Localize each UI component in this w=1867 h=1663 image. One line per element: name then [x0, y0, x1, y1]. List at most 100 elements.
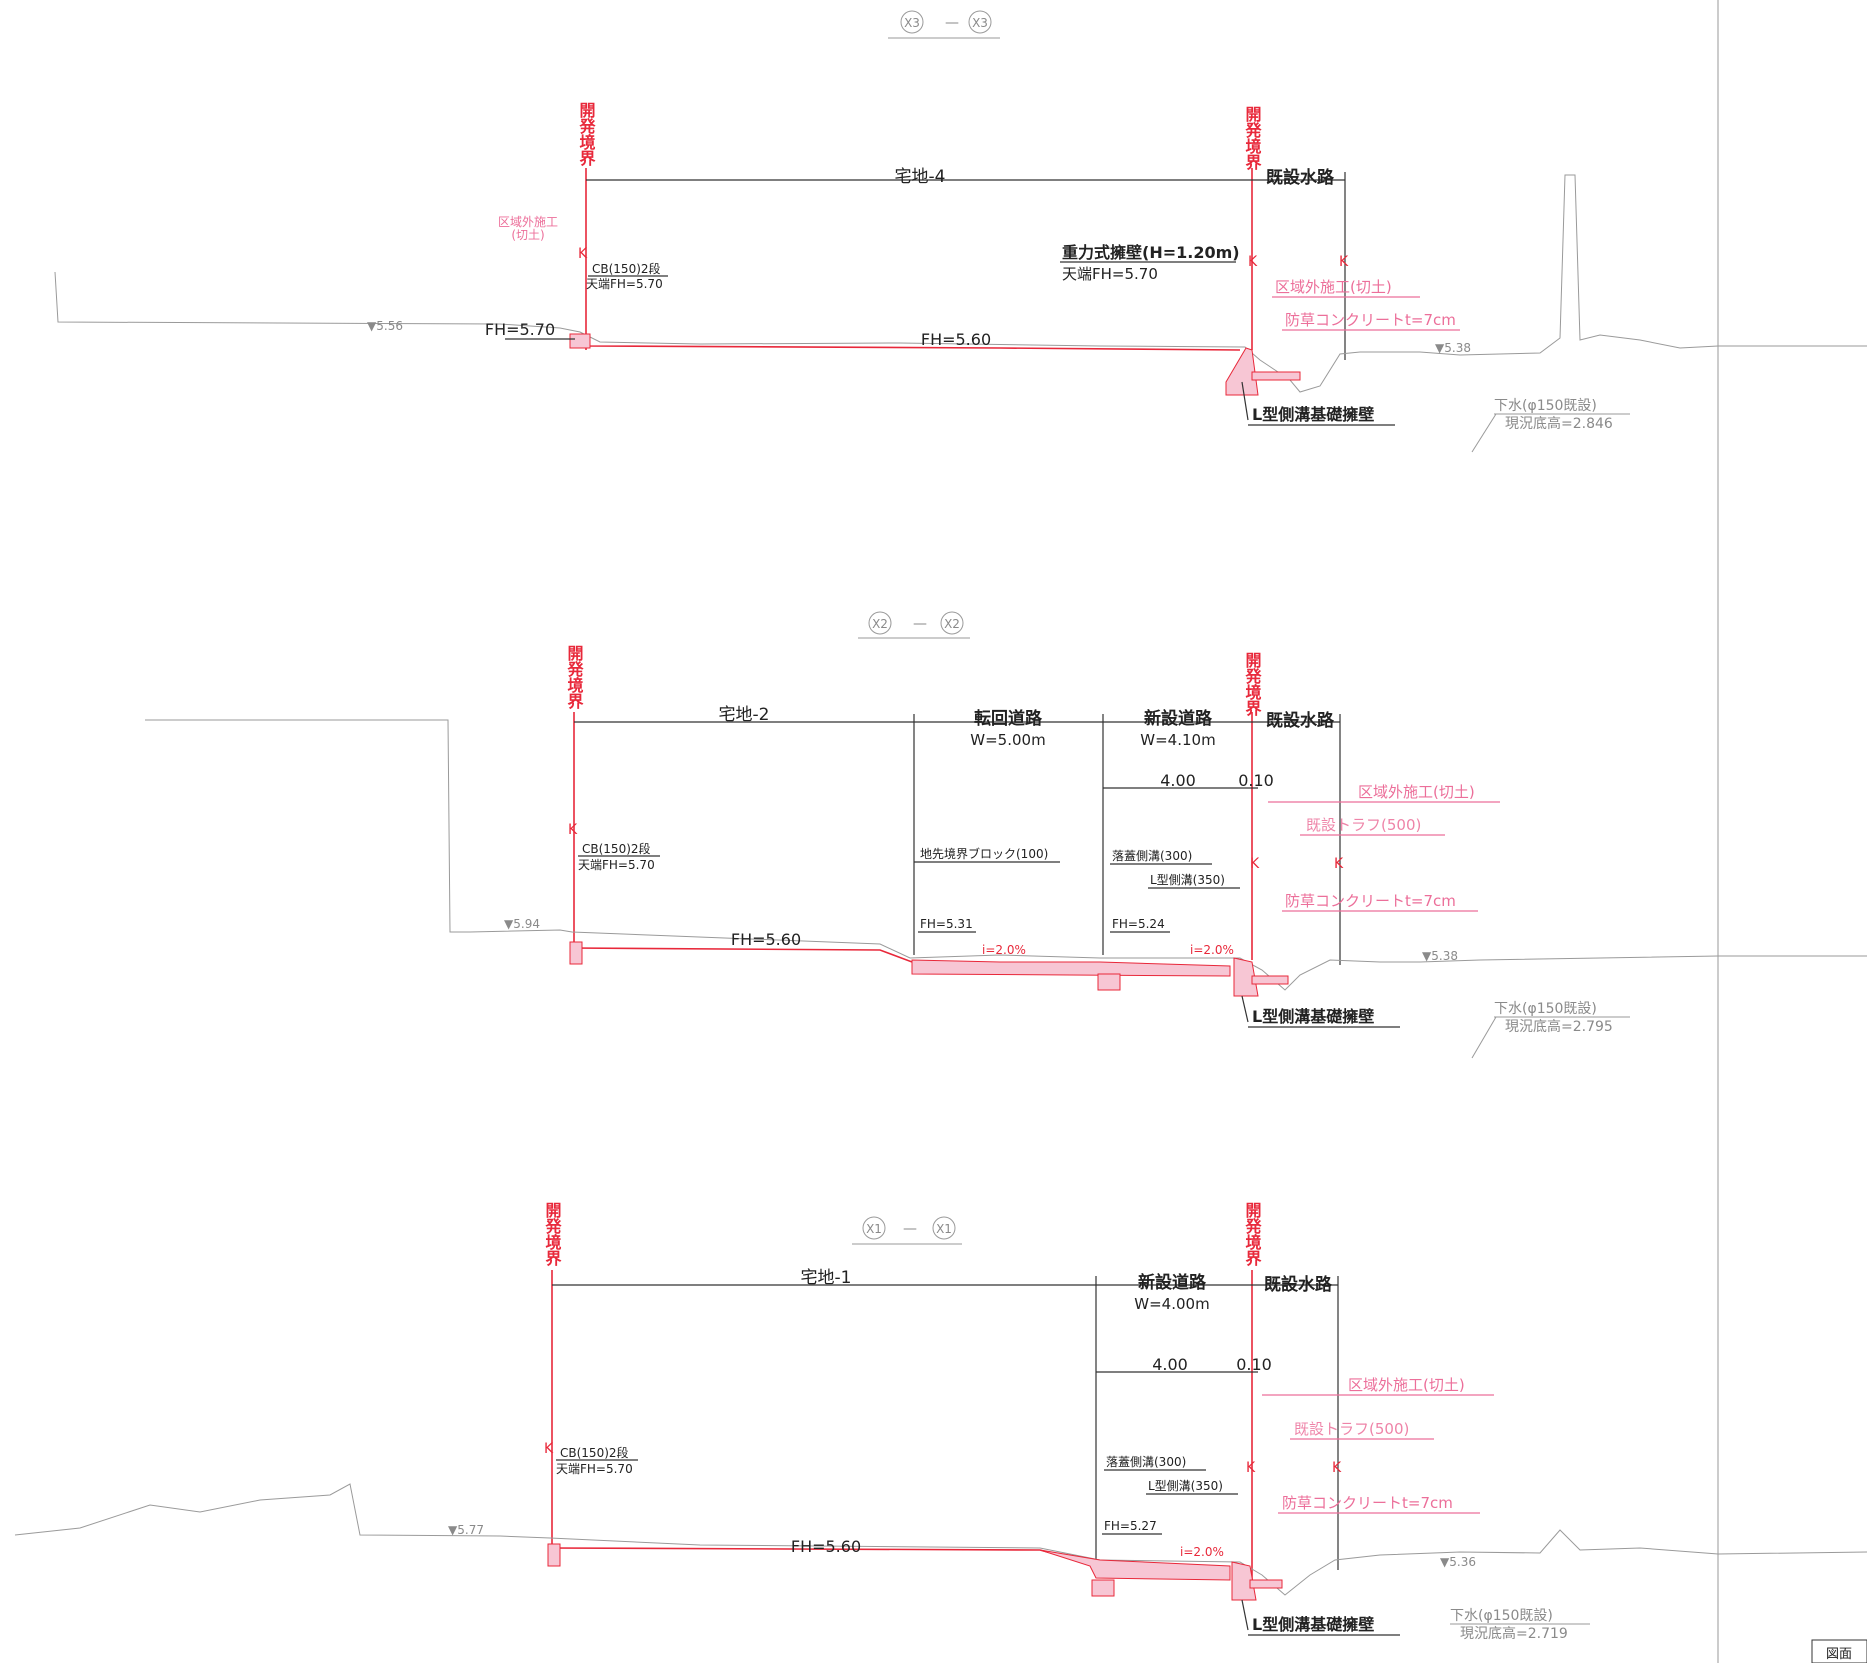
cb-label: CB(150)2段	[560, 1445, 629, 1460]
fh-main-label: FH=5.60	[731, 930, 801, 949]
sewer-label: 下水(φ150既設)	[1494, 398, 1597, 414]
gl-left-label: ▼5.56	[367, 319, 403, 333]
lot-label: 宅地-4	[895, 167, 946, 187]
trough-label: 既設トラフ(500)	[1294, 1420, 1409, 1438]
dim-4-label: 4.00	[1152, 1355, 1188, 1374]
weed-concrete-label: 防草コンクリートt=7cm	[1282, 1494, 1453, 1512]
l-wall-leader	[1241, 381, 1249, 421]
sewer-bottom-label: 現況底高=2.846	[1505, 415, 1613, 432]
boundary-right-label: 開発境界	[1243, 652, 1263, 717]
dim-0-1-label: 0.10	[1236, 1355, 1272, 1374]
section-title-dash: —	[903, 1221, 917, 1237]
k-marker-canal: K	[1332, 1460, 1342, 1476]
trough-label: 既設トラフ(500)	[1306, 816, 1421, 834]
boundary-right-label: 開発境界	[1243, 1202, 1263, 1267]
section-title-dash: —	[913, 616, 927, 632]
section-marker-left-label: X2	[872, 617, 888, 631]
dim-4-label: 4.00	[1160, 771, 1196, 790]
weed-concrete-slab	[1251, 975, 1289, 985]
section-x3: X3 — X3 開発境界 開発境界 宅地-4 既設水路 区域外施工(切土) K …	[54, 10, 1867, 453]
section-x2: X2 — X2 開発境界 開発境界 宅地-2 転回道路 W=5.00m 新設道路…	[145, 611, 1867, 1059]
new-road-width: W=4.00m	[1134, 1295, 1209, 1313]
lot-label: 宅地-2	[719, 705, 770, 725]
weed-concrete-label: 防草コンクリートt=7cm	[1285, 311, 1456, 329]
section-marker-left	[862, 1216, 886, 1240]
l-wall-leader	[1241, 1599, 1249, 1631]
cb-top-label: 天端FH=5.70	[578, 858, 655, 872]
dim-0-1-label: 0.10	[1238, 771, 1274, 790]
outside-work-left-label: 区域外施工(切土)	[498, 215, 558, 242]
new-road-label: 新設道路	[1138, 1272, 1207, 1293]
boundary-left-label: 開発境界	[577, 102, 597, 167]
section-marker-right	[932, 1216, 956, 1240]
cb-block-left	[569, 941, 583, 965]
l-wall-leader	[1241, 995, 1249, 1023]
section-marker-left-label: X3	[904, 16, 920, 30]
turn-road-label: 転回道路	[974, 708, 1043, 729]
l-wall-label: L型側溝基礎擁壁	[1252, 1007, 1374, 1026]
fh-road2-label: FH=5.24	[1112, 917, 1165, 931]
title-block	[1811, 1639, 1867, 1663]
lid-gutter-body	[1097, 973, 1121, 991]
outside-work-right-label: 区域外施工(切土)	[1348, 1376, 1465, 1394]
cb-top-label: 天端FH=5.70	[556, 1462, 633, 1476]
l-wall-body	[1231, 1561, 1257, 1601]
weed-concrete-slab	[1249, 1579, 1283, 1589]
section-marker-right-label: X1	[936, 1222, 952, 1236]
road-pavement	[911, 959, 1231, 977]
outside-work-right-label: 区域外施工(切土)	[1275, 278, 1392, 296]
outside-work-right-label: 区域外施工(切土)	[1358, 783, 1475, 801]
wall-top-label: 天端FH=5.70	[1062, 265, 1158, 283]
fh-left-label: FH=5.70	[485, 320, 555, 339]
fh-road1-label: FH=5.31	[920, 917, 973, 931]
k-marker-canal: K	[1339, 254, 1349, 270]
section-marker-left	[900, 10, 924, 34]
existing-ground-line	[14, 1483, 1867, 1596]
k-marker-left: K	[568, 822, 578, 838]
lid-gutter-body	[1091, 1579, 1115, 1597]
title-block-label: 図面	[1826, 1647, 1852, 1662]
existing-ground-line	[54, 174, 1867, 393]
turn-road-width: W=5.00m	[970, 731, 1045, 749]
section-marker-right	[940, 611, 964, 635]
section-marker-right-label: X3	[972, 16, 988, 30]
gl-right-label: ▼5.36	[1440, 1555, 1476, 1569]
section-marker-right-label: X2	[944, 617, 960, 631]
cb-label: CB(150)2段	[582, 841, 651, 856]
existing-ground-line	[145, 719, 1867, 991]
k-marker-right: K	[1246, 1460, 1256, 1476]
cb-label: CB(150)2段	[592, 261, 661, 276]
sewer-leader	[1471, 1016, 1497, 1059]
boundary-left-label: 開発境界	[543, 1202, 563, 1267]
sewer-bottom-label: 現況底高=2.719	[1460, 1625, 1568, 1642]
gl-right-label: ▼5.38	[1422, 949, 1458, 963]
k-marker-right: K	[1250, 856, 1260, 872]
new-road-width: W=4.10m	[1140, 731, 1215, 749]
boundary-right-label: 開発境界	[1243, 106, 1263, 171]
cb-top-label: 天端FH=5.70	[586, 277, 663, 291]
l-gutter-label: L型側溝(350)	[1150, 873, 1225, 887]
cb-block-left	[547, 1543, 561, 1567]
gl-left-label: ▼5.94	[504, 917, 540, 931]
canal-label: 既設水路	[1264, 1274, 1333, 1295]
section-x1: X1 — X1 開発境界 開発境界 宅地-1 新設道路 W=4.00m 既設水路…	[14, 1202, 1867, 1642]
slope-label: i=2.0%	[1180, 1545, 1224, 1559]
fh-main-label: FH=5.60	[921, 330, 991, 349]
sewer-label: 下水(φ150既設)	[1494, 1001, 1597, 1017]
slope1-label: i=2.0%	[982, 943, 1026, 957]
section-title-dash: —	[945, 15, 959, 31]
weed-concrete-label: 防草コンクリートt=7cm	[1285, 892, 1456, 910]
lid-gutter-label: 落蓋側溝(300)	[1106, 1455, 1186, 1469]
gl-left-label: ▼5.77	[448, 1523, 484, 1537]
fh-main-label: FH=5.60	[791, 1537, 861, 1556]
curb-label: 地先境界ブロック(100)	[920, 846, 1048, 861]
road-pavement	[1039, 1549, 1231, 1581]
boundary-left-label: 開発境界	[565, 645, 585, 710]
lid-gutter-label: 落蓋側溝(300)	[1112, 849, 1192, 863]
canal-label: 既設水路	[1266, 710, 1335, 731]
section-marker-left-label: X1	[866, 1222, 882, 1236]
wall-label: 重力式擁壁(H=1.20m)	[1062, 243, 1240, 262]
l-gutter-label: L型側溝(350)	[1148, 1479, 1223, 1493]
l-wall-label: L型側溝基礎擁壁	[1252, 1615, 1374, 1634]
